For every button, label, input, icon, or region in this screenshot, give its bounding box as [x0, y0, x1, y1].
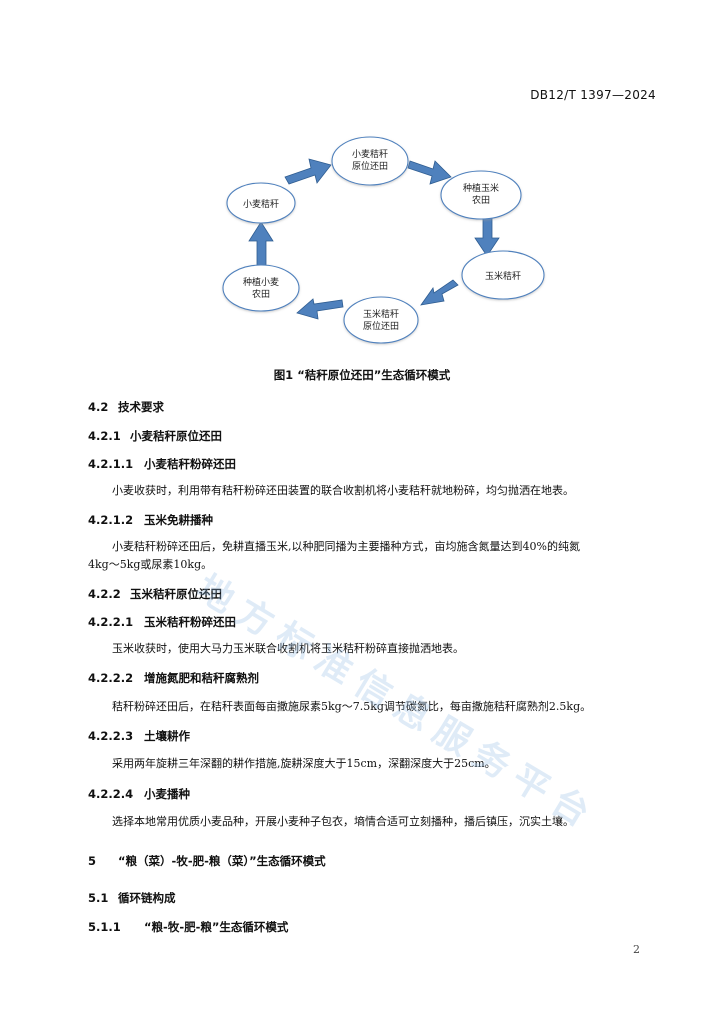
cycle-diagram: 小麦秸秆 原位还田 种植玉米 农田 玉米秸秆 玉米秸秆 原位还田 种植小麦 农田…: [213, 117, 555, 349]
paragraph-4-2-2-3: 采用两年旋耕三年深翻的耕作措施,旋耕深度大于15cm，深翻深度大于25cm。: [88, 755, 648, 773]
node-corn-straw-return-line-1: 玉米秸秆: [363, 308, 399, 320]
heading-4-2-2-2: 4.2.2.2 增施氮肥和秸秆腐熟剂: [88, 670, 259, 686]
node-corn-field: 种植玉米 农田: [440, 170, 522, 220]
heading-5-1-1: 5.1.1 “粮-牧-肥-粮”生态循环模式: [88, 919, 288, 935]
heading-4-2-1-2-title: 玉米免耕播种: [144, 513, 213, 527]
paragraph-4-2-1-1-text: 小麦收获时，利用带有秸秆粉碎还田装置的联合收割机将小麦秸秆就地粉碎，均匀抛洒在地…: [112, 484, 574, 497]
page-number: 2: [633, 943, 640, 956]
document-id: DB12/T 1397—2024: [530, 88, 656, 102]
paragraph-4-2-2-1-text: 玉米收获时，使用大马力玉米联合收割机将玉米秸秆粉碎直接抛洒地表。: [112, 642, 464, 655]
paragraph-4-2-1-2-line-1-text: 小麦秸秆粉碎还田后，免耕直播玉米,以种肥同播为主要播种方式，亩均施含氮量达到40…: [112, 540, 580, 553]
node-wheat-field-line-1: 种植小麦: [243, 276, 279, 288]
paragraph-4-2-1-2-line-2: 4kg～5kg或尿素10kg。: [88, 558, 213, 571]
heading-4-2-2: 4.2.2 玉米秸秆原位还田: [88, 586, 222, 602]
arrow-1: [284, 158, 332, 185]
node-wheat-field-line-2: 农田: [252, 288, 270, 300]
heading-4-2-1-1-number: 4.2.1.1: [88, 457, 134, 471]
node-corn-field-line-2: 农田: [472, 194, 490, 206]
heading-4-2-2-1-number: 4.2.2.1: [88, 615, 134, 629]
heading-4-2-2-title: 玉米秸秆原位还田: [130, 587, 222, 601]
arrow-5: [296, 298, 344, 320]
heading-4-2-2-4: 4.2.2.4 小麦播种: [88, 786, 190, 802]
paragraph-4-2-2-4: 选择本地常用优质小麦品种，开展小麦种子包衣，墒情合适可立刻播种，播后镇压，沉实土…: [88, 813, 648, 831]
heading-5-1-1-title: “粮-牧-肥-粮”生态循环模式: [144, 920, 289, 934]
heading-4-2-1-1-title: 小麦秸秆粉碎还田: [144, 457, 236, 471]
node-wheat-straw-return-line-2: 原位还田: [352, 160, 388, 172]
node-corn-straw: 玉米秸秆: [461, 250, 545, 300]
node-wheat-straw-return: 小麦秸秆 原位还田: [331, 136, 409, 186]
heading-4-2: 4.2 技术要求: [88, 399, 164, 415]
paragraph-4-2-2-1: 玉米收获时，使用大马力玉米联合收割机将玉米秸秆粉碎直接抛洒地表。: [88, 640, 648, 658]
paragraph-4-2-2-2-text: 秸秆粉碎还田后，在秸秆表面每亩撒施尿素5kg～7.5kg调节碳氮比，每亩撒施秸秆…: [112, 700, 592, 713]
figure-caption: 图1 “秸秆原位还田”生态循环模式: [273, 368, 451, 382]
heading-4-2-1-1: 4.2.1.1 小麦秸秆粉碎还田: [88, 456, 236, 472]
heading-5-1: 5.1 循环链构成: [88, 890, 176, 906]
cycle-diagram-svg: 小麦秸秆 原位还田 种植玉米 农田 玉米秸秆 玉米秸秆 原位还田 种植小麦 农田…: [222, 136, 545, 344]
heading-4-2-1-2: 4.2.1.2 玉米免耕播种: [88, 512, 213, 528]
node-wheat-straw: 小麦秸秆: [226, 182, 296, 224]
heading-5-number: 5: [88, 854, 97, 868]
node-corn-field-line-1: 种植玉米: [463, 182, 499, 194]
heading-4-2-2-3: 4.2.2.3 土壤耕作: [88, 728, 190, 744]
heading-4-2-2-4-number: 4.2.2.4: [88, 787, 134, 801]
heading-4-2-2-1: 4.2.2.1 玉米秸秆粉碎还田: [88, 614, 236, 630]
node-corn-straw-return-line-2: 原位还田: [363, 320, 399, 332]
heading-4-2-2-number: 4.2.2: [88, 587, 121, 601]
node-wheat-field: 种植小麦 农田: [222, 264, 300, 312]
heading-5-1-number: 5.1: [88, 891, 109, 905]
paragraph-4-2-2-3-text: 采用两年旋耕三年深翻的耕作措施,旋耕深度大于15cm，深翻深度大于25cm。: [112, 757, 496, 770]
heading-4-2-1-number: 4.2.1: [88, 429, 121, 443]
node-wheat-straw-line-1: 小麦秸秆: [243, 198, 279, 210]
paragraph-4-2-1-1: 小麦收获时，利用带有秸秆粉碎还田装置的联合收割机将小麦秸秆就地粉碎，均匀抛洒在地…: [88, 482, 648, 500]
paragraph-4-2-2-4-text: 选择本地常用优质小麦品种，开展小麦种子包衣，墒情合适可立刻播种，播后镇压，沉实土…: [112, 815, 574, 828]
heading-5-1-title: 循环链构成: [118, 891, 176, 905]
heading-4-2-2-3-title: 土壤耕作: [144, 729, 190, 743]
heading-4-2-1-title: 小麦秸秆原位还田: [130, 429, 222, 443]
node-corn-straw-return: 玉米秸秆 原位还田: [343, 296, 419, 344]
heading-4-2-title: 技术要求: [118, 400, 164, 414]
heading-4-2-1-2-number: 4.2.1.2: [88, 513, 134, 527]
heading-4-2-2-1-title: 玉米秸秆粉碎还田: [144, 615, 236, 629]
arrow-3: [474, 217, 500, 257]
heading-4-2-1: 4.2.1 小麦秸秆原位还田: [88, 428, 222, 444]
heading-4-2-2-3-number: 4.2.2.3: [88, 729, 134, 743]
arrow-4: [420, 279, 459, 306]
node-wheat-straw-return-line-1: 小麦秸秆: [352, 148, 388, 160]
heading-4-2-2-2-number: 4.2.2.2: [88, 671, 134, 685]
node-corn-straw-line-1: 玉米秸秆: [485, 270, 521, 282]
paragraph-4-2-2-2: 秸秆粉碎还田后，在秸秆表面每亩撒施尿素5kg～7.5kg调节碳氮比，每亩撒施秸秆…: [88, 698, 648, 716]
arrow-2: [407, 160, 452, 185]
heading-4-2-number: 4.2: [88, 400, 109, 414]
heading-5-title: “粮（菜）-牧-肥-粮（菜）”生态循环模式: [118, 854, 326, 868]
heading-5: 5 “粮（菜）-牧-肥-粮（菜）”生态循环模式: [88, 853, 326, 869]
arrow-6: [248, 221, 274, 266]
heading-5-1-1-number: 5.1.1: [88, 920, 121, 934]
heading-4-2-2-2-title: 增施氮肥和秸秆腐熟剂: [144, 671, 259, 685]
heading-4-2-2-4-title: 小麦播种: [144, 787, 190, 801]
paragraph-4-2-1-2-line-1: 小麦秸秆粉碎还田后，免耕直播玉米,以种肥同播为主要播种方式，亩均施含氮量达到40…: [88, 538, 648, 556]
